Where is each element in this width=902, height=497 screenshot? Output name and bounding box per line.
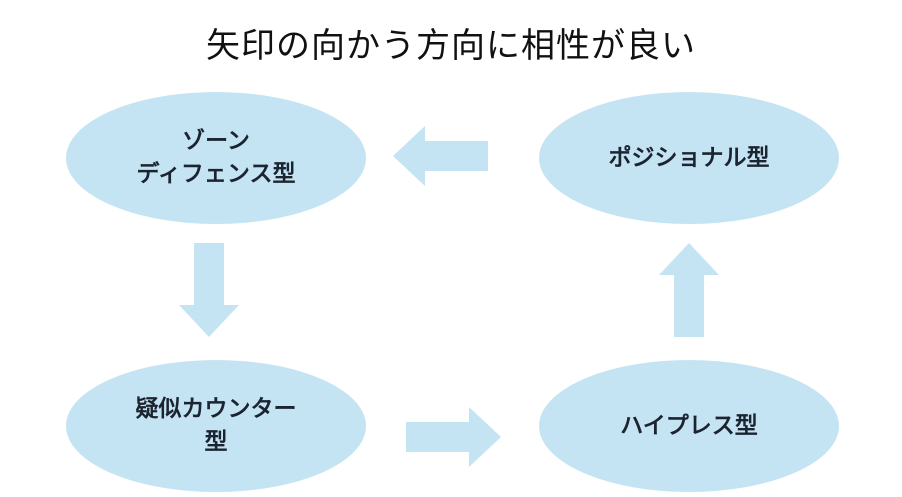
arrow-up-shape bbox=[659, 243, 719, 337]
diagram-title: 矢印の向かう方向に相性が良い bbox=[206, 26, 696, 66]
node-high-press: ハイプレス型 bbox=[539, 360, 839, 492]
node-positional-label: ポジショナル型 bbox=[608, 144, 770, 171]
arrow-down-icon bbox=[179, 243, 239, 337]
node-pseudo-counter-line2: 型 bbox=[204, 429, 228, 455]
node-pseudo-counter-line1: 疑似カウンター bbox=[135, 396, 297, 422]
node-zone-defense-line1: ゾーン bbox=[182, 128, 250, 154]
arrow-down-shape bbox=[179, 243, 239, 337]
arrow-up-icon bbox=[659, 243, 719, 337]
node-pseudo-counter: 疑似カウンター 型 bbox=[66, 360, 366, 492]
node-positional: ポジショナル型 bbox=[539, 92, 839, 224]
arrow-right-shape bbox=[406, 407, 501, 467]
node-zone-defense-line2: ディフェンス型 bbox=[136, 161, 296, 187]
arrow-left-icon bbox=[393, 126, 488, 186]
arrow-right-icon bbox=[406, 407, 501, 467]
arrow-left-shape bbox=[393, 126, 488, 186]
node-high-press-label: ハイプレス型 bbox=[620, 412, 758, 439]
node-zone-defense: ゾーン ディフェンス型 bbox=[66, 92, 366, 224]
